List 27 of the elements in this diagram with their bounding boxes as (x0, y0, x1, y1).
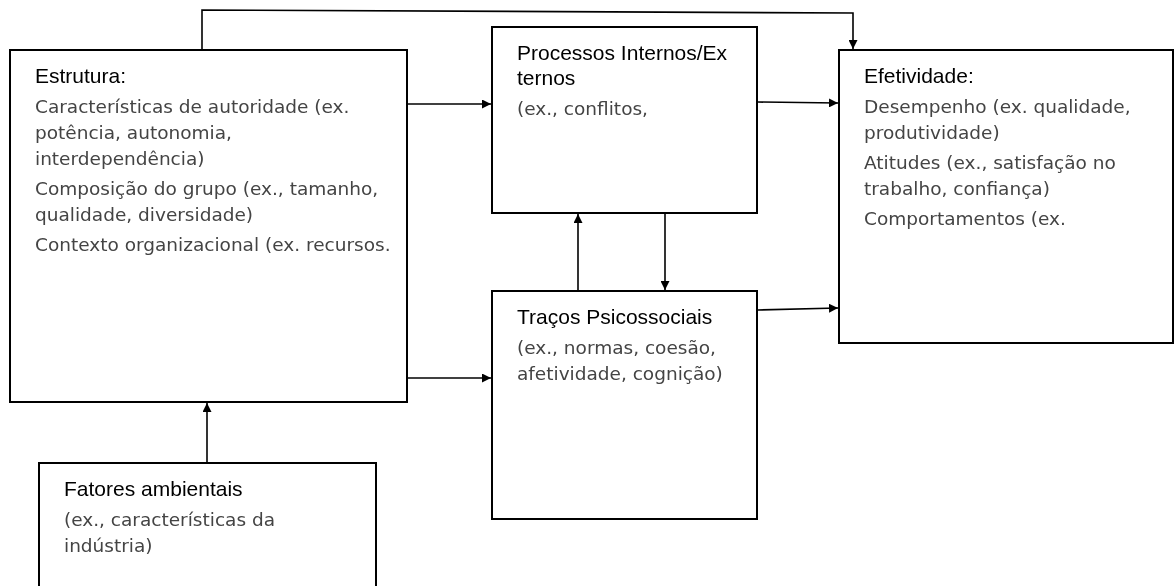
box-text: Contexto organizacional (ex. recursos. (35, 233, 392, 257)
arrow (660, 213, 670, 291)
box-text: Características de autoridade (ex. potência, autonomia, interdependência) (35, 95, 351, 171)
arrow (757, 303, 839, 313)
arrow (201, 9, 858, 50)
box-text: (ex., conflitos, (517, 97, 649, 121)
box-text: Comportamentos (ex. (864, 207, 1067, 231)
box-heading: Fatores ambientais (64, 476, 244, 501)
process-box (491, 290, 758, 520)
arrow (202, 402, 212, 463)
box-heading: Processos Internos/Externos (517, 40, 729, 90)
process-box (9, 49, 408, 403)
box-text: Desempenho (ex. qualidade, produtividade) (864, 95, 1132, 145)
process-box (38, 462, 377, 586)
arrow (407, 373, 492, 383)
process-box (491, 26, 758, 214)
arrow (573, 213, 583, 291)
arrow (407, 99, 492, 109)
box-text: (ex., normas, coesão, afetividade, cognição) (517, 336, 724, 386)
box-heading: Traços Psicossociais (517, 304, 714, 329)
box-heading: Estrutura: (35, 63, 128, 88)
arrow (757, 98, 839, 108)
box-heading: Efetividade: (864, 63, 975, 88)
process-box (838, 49, 1174, 344)
box-text: (ex., características da indústria) (64, 508, 276, 558)
box-text: Atitudes (ex., satisfação no trabalho, confiança) (864, 151, 1117, 201)
box-text: Composição do grupo (ex., tamanho, qualidade, diversidade) (35, 177, 380, 227)
